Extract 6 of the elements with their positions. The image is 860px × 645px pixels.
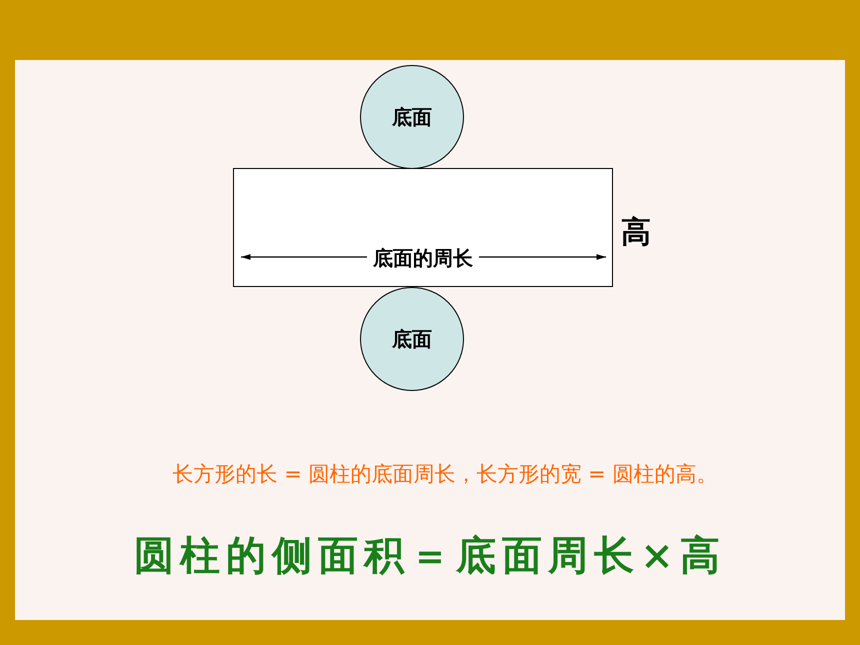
- note-text: 长方形的长 = 圆柱的底面周长，长方形的宽 = 圆柱的高。: [172, 461, 718, 488]
- lateral-rectangle: [233, 168, 613, 287]
- height-label: 高: [621, 214, 651, 252]
- circle-label: 底面: [392, 104, 432, 130]
- formula-text: 圆柱的侧面积＝底面周长×高: [133, 531, 727, 581]
- circle-label: 底面: [392, 326, 432, 352]
